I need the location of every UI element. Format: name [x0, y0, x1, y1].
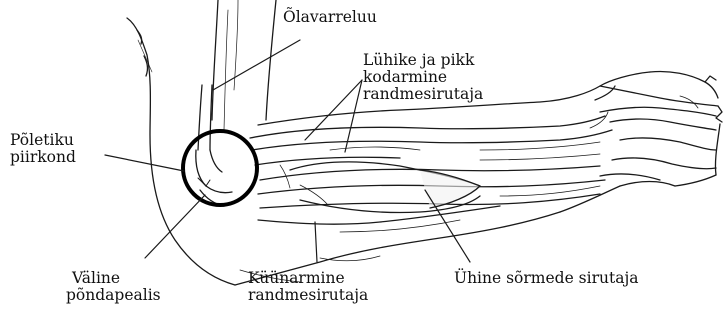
- label-radial-extensors-line2: kodarmine: [363, 69, 483, 86]
- upper-arm: [127, 0, 276, 285]
- label-lateral-epicondyle-line1: Väline: [66, 270, 161, 287]
- leader-elbow-region: [105, 155, 184, 171]
- humerus-bone: [198, 85, 212, 150]
- label-radial-extensors-line1: Lühike ja pikk: [363, 52, 483, 69]
- muscles: [250, 116, 612, 232]
- leader-ulnar-extensor: [315, 222, 317, 262]
- label-radial-extensors: Lühike ja pikk kodarmine randmesirutaja: [363, 52, 483, 103]
- forearm-outline: [235, 71, 722, 285]
- label-radial-extensors-line3: randmesirutaja: [363, 86, 483, 103]
- inflammation-circle: [183, 131, 257, 205]
- hand: [590, 86, 716, 180]
- label-ulnar-extensor-line2: randmesirutaja: [248, 287, 368, 304]
- label-elbow-region-line2: piirkond: [10, 149, 76, 166]
- label-common-finger-extensor: Ühine sõrmede sirutaja: [454, 270, 639, 287]
- leader-lateral-epicondyle: [145, 195, 205, 258]
- label-humerus-text: Õlavarreluu: [283, 9, 377, 26]
- leader-radial-extensor-1: [305, 80, 362, 140]
- label-elbow-region: Põletiku piirkond: [10, 132, 76, 166]
- label-ulnar-extensor: Küünarmine randmesirutaja: [248, 270, 368, 304]
- label-ulnar-extensor-line1: Küünarmine: [248, 270, 368, 287]
- label-common-finger-extensor-text: Ühine sõrmede sirutaja: [454, 270, 639, 287]
- label-humerus: Õlavarreluu: [283, 9, 377, 26]
- label-lateral-epicondyle-line2: põndapealis: [66, 287, 161, 304]
- label-elbow-region-line1: Põletiku: [10, 132, 76, 149]
- label-lateral-epicondyle: Väline põndapealis: [66, 270, 161, 304]
